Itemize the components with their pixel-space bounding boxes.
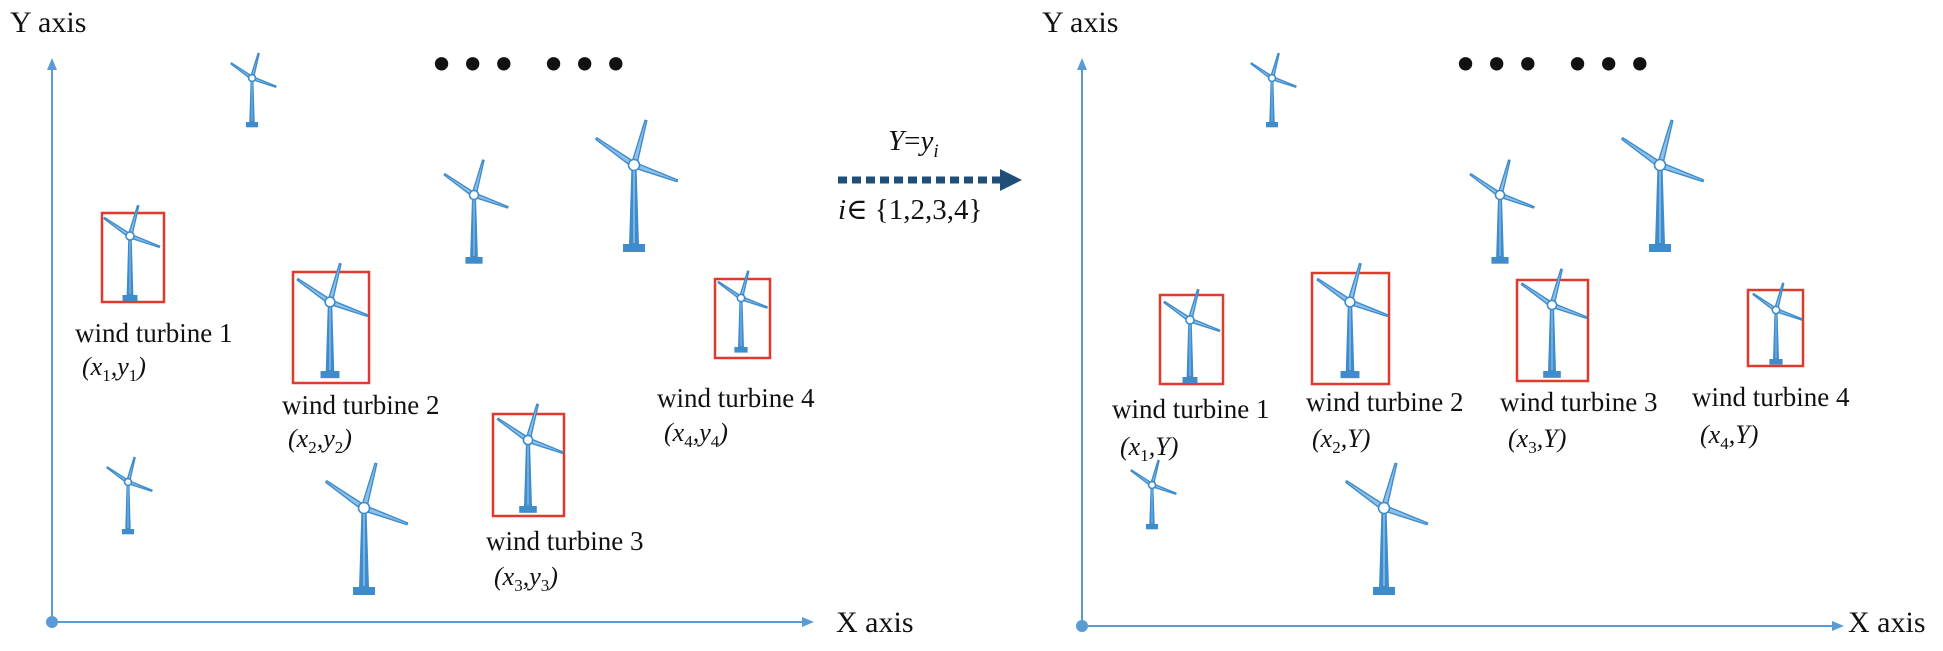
highlight-box-left-1 — [100, 211, 166, 304]
highlight-box-right-4 — [1746, 288, 1805, 368]
right-origin-dot — [1076, 620, 1088, 632]
left-ellipsis: ••• ••• — [428, 38, 634, 92]
left-y-axis-label: Y axis — [10, 6, 87, 39]
transform-bottom-set: i∈ {1,2,3,4} — [838, 194, 983, 226]
turbine-right-highlighted-1-icon — [1163, 288, 1221, 384]
left-turbine-4-label: wind turbine 4 — [657, 383, 815, 413]
highlight-box-right-1 — [1158, 293, 1225, 386]
turbine-right-mid-icon — [1469, 159, 1535, 264]
right-turbine-2-coord: (x2,Y) — [1312, 424, 1371, 458]
turbine-right-bottom-large-icon — [1344, 462, 1429, 595]
highlight-box-right-2 — [1310, 271, 1391, 386]
highlight-box-left-3 — [491, 412, 566, 518]
turbine-right-large-icon — [1620, 119, 1705, 252]
left-turbine-1-coord: (x1,y1) — [82, 352, 146, 386]
turbine-left-highlighted-2-icon — [296, 262, 369, 379]
right-ellipsis: ••• ••• — [1452, 38, 1658, 92]
right-turbine-3-coord: (x3,Y) — [1508, 424, 1567, 458]
right-turbine-1-label: wind turbine 1 — [1112, 394, 1270, 424]
highlight-box-left-2 — [291, 270, 371, 385]
turbine-left-bottom-small-icon — [106, 456, 153, 535]
turbine-left-highlighted-3-icon — [496, 403, 564, 513]
right-turbine-3-label: wind turbine 3 — [1500, 387, 1658, 417]
left-turbine-4-coord: (x4,y4) — [664, 418, 728, 452]
transform-top-equation: Y=yi — [888, 125, 939, 162]
right-turbine-4-label: wind turbine 4 — [1692, 382, 1850, 412]
left-turbine-2-label: wind turbine 2 — [282, 390, 440, 420]
turbine-left-large-icon — [594, 119, 679, 252]
turbine-left-small-top-icon — [230, 52, 277, 128]
left-turbine-3-label: wind turbine 3 — [486, 526, 644, 556]
right-x-axis-label: X axis — [1848, 606, 1926, 639]
turbine-right-bottom-small-icon — [1130, 459, 1177, 530]
turbine-right-highlighted-3-icon — [1520, 268, 1588, 378]
left-turbine-2-coord: (x2,y2) — [288, 424, 352, 458]
right-turbine-1-coord: (x1,Y) — [1120, 432, 1179, 466]
highlight-box-right-3 — [1515, 278, 1590, 383]
left-turbine-1-label: wind turbine 1 — [75, 318, 233, 348]
left-turbine-3-coord: (x3,y3) — [494, 562, 558, 596]
turbine-left-highlighted-1-icon — [103, 204, 161, 302]
turbine-left-bottom-large-icon — [324, 462, 409, 595]
highlight-box-left-4 — [713, 277, 772, 360]
turbine-right-small-top-icon — [1250, 52, 1297, 128]
right-turbine-4-coord: (x4,Y) — [1700, 420, 1759, 454]
turbine-right-highlighted-2-icon — [1316, 262, 1389, 379]
left-origin-dot — [46, 616, 58, 628]
turbine-right-highlighted-4-icon — [1752, 282, 1804, 365]
right-y-axis-label: Y axis — [1042, 6, 1119, 39]
left-x-axis-label: X axis — [836, 606, 914, 639]
right-turbine-2-label: wind turbine 2 — [1306, 387, 1464, 417]
turbine-left-mid-icon — [443, 159, 509, 264]
turbine-left-highlighted-4-icon — [717, 270, 769, 353]
